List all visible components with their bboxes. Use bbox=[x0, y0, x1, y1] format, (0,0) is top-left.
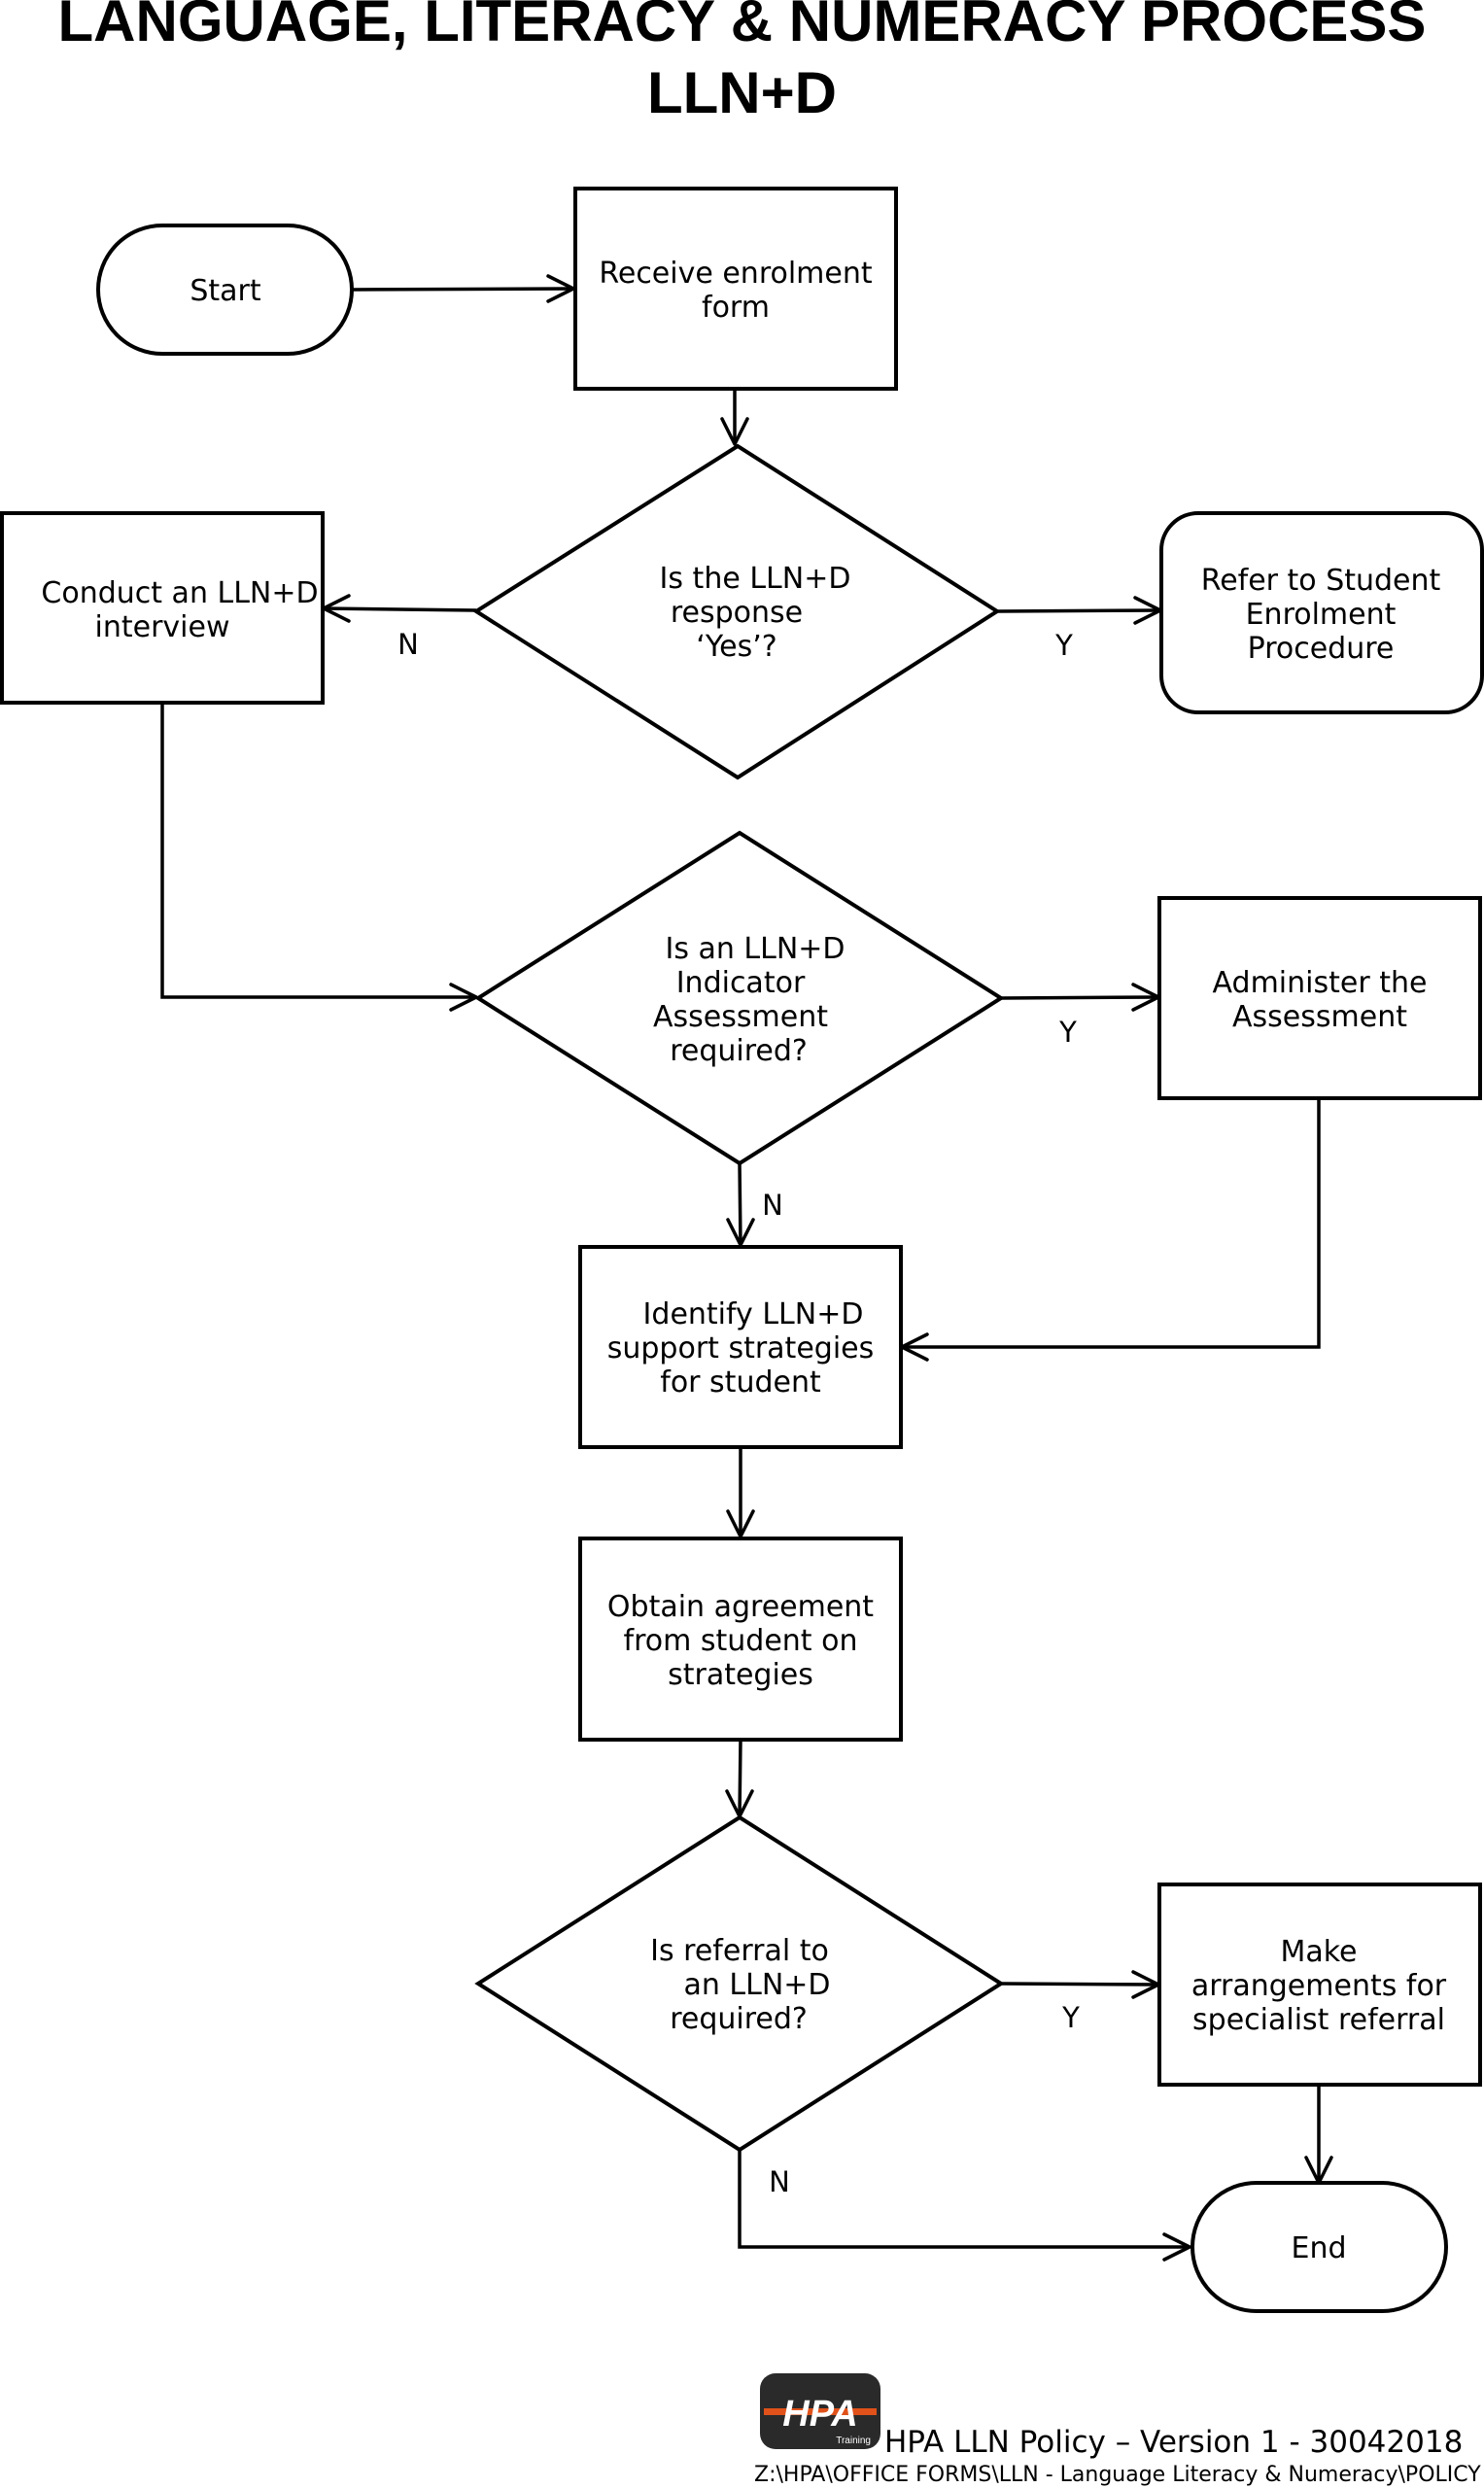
decision-response-line2: response bbox=[671, 596, 803, 630]
assessment-no-label: N bbox=[762, 1189, 783, 1222]
identify-label-line2: support strategies bbox=[607, 1331, 875, 1365]
connector-assessment-no bbox=[738, 1162, 742, 1246]
decision-assessment-line1: Is an LLN+D bbox=[665, 932, 845, 966]
arrangements-label-line3: specialist referral bbox=[1192, 2003, 1445, 2037]
connector-referral-no bbox=[738, 2150, 1190, 2249]
receive-label-line2: form bbox=[702, 291, 770, 325]
decision-response-line1: Is the LLN+D bbox=[660, 562, 851, 596]
referral-yes-label: Y bbox=[1061, 2001, 1080, 2034]
conduct-label-line1: Conduct an LLN+D bbox=[41, 576, 318, 610]
response-no-label: N bbox=[397, 628, 419, 661]
refer-enrolment-node: Refer to Student Enrolment Procedure bbox=[1159, 511, 1484, 714]
administer-label-line1: Administer the bbox=[1213, 966, 1428, 1000]
arrowhead-receive-decision-response bbox=[720, 417, 749, 446]
footer: HPA Training HPA LLN Policy – Version 1 … bbox=[754, 2373, 1481, 2487]
identify-label-line3: for student bbox=[660, 1365, 821, 1400]
connectors bbox=[160, 274, 1333, 2262]
administer-assessment-node: Administer the Assessment bbox=[1157, 896, 1482, 1100]
arrangements-label-line1: Make bbox=[1280, 1935, 1357, 1969]
end-node: End bbox=[1191, 2181, 1448, 2313]
start-node: Start bbox=[96, 224, 354, 356]
obtain-label-line3: strategies bbox=[668, 1658, 813, 1692]
obtain-label-line2: from student on bbox=[624, 1624, 858, 1658]
decision-assessment-node: Is an LLN+D Indicator Assessment require… bbox=[474, 830, 1005, 1166]
footer-path: Z:\HPA\OFFICE FORMS\LLN - Language Liter… bbox=[754, 2463, 1481, 2487]
arrangements-label-line2: arrangements for bbox=[1191, 1969, 1447, 2003]
page-title: LANGUAGE, LITERACY & NUMERACY PROCESS bbox=[57, 0, 1427, 53]
logo-text: HPA bbox=[782, 2394, 857, 2435]
response-yes-label: Y bbox=[1054, 629, 1073, 662]
decision-referral-line2: an LLN+D bbox=[683, 1968, 830, 2002]
connector-obtain-decision-referral bbox=[738, 1739, 742, 1817]
connector-administer-identify bbox=[902, 1098, 1321, 1349]
connector-response-yes bbox=[996, 608, 1161, 613]
specialist-referral-node: Make arrangements for specialist referra… bbox=[1157, 1883, 1482, 2087]
identify-label-line1: Identify LLN+D bbox=[643, 1297, 864, 1331]
end-label: End bbox=[1291, 2231, 1346, 2265]
refer-label-line2: Enrolment bbox=[1246, 598, 1397, 632]
connector-assessment-yes bbox=[1000, 995, 1159, 1000]
refer-label-line1: Refer to Student bbox=[1201, 564, 1441, 598]
start-label: Start bbox=[190, 274, 261, 308]
decision-referral-node: Is referral to an LLN+D required? bbox=[474, 1814, 1005, 2153]
logo-subtext: Training bbox=[836, 2436, 871, 2446]
hpa-logo: HPA Training bbox=[760, 2373, 880, 2449]
edge-labels: N Y Y N Y N bbox=[397, 628, 1080, 2198]
decision-assessment-line2: Indicator bbox=[676, 966, 806, 1000]
decision-referral-line3: required? bbox=[670, 2002, 808, 2036]
decision-response-node: Is the LLN+D response ‘Yes’? bbox=[472, 443, 1001, 780]
referral-no-label: N bbox=[769, 2165, 790, 2198]
connector-response-no bbox=[323, 606, 477, 612]
connector-referral-yes bbox=[1000, 1982, 1159, 1987]
obtain-label-line1: Obtain agreement bbox=[607, 1590, 874, 1624]
decision-response-line3: ‘Yes’? bbox=[696, 630, 777, 664]
connector-start-receive bbox=[351, 287, 574, 292]
footer-version: HPA LLN Policy – Version 1 - 30042018 bbox=[884, 2425, 1463, 2460]
refer-label-line3: Procedure bbox=[1248, 632, 1395, 666]
identify-strategies-node: Identify LLN+D support strategies for st… bbox=[578, 1245, 903, 1449]
conduct-interview-node: Conduct an LLN+D interview bbox=[0, 511, 325, 705]
page-subtitle: LLN+D bbox=[647, 60, 837, 125]
decision-referral-line1: Is referral to bbox=[650, 1934, 829, 1968]
connector-conduct-decision-assessment bbox=[160, 703, 476, 999]
receive-enrolment-node: Receive enrolment form bbox=[573, 187, 898, 391]
arrowhead-referral-no bbox=[1162, 2232, 1191, 2262]
obtain-agreement-node: Obtain agreement from student on strateg… bbox=[578, 1537, 903, 1742]
assessment-yes-label: Y bbox=[1058, 1016, 1077, 1049]
receive-label-line1: Receive enrolment bbox=[599, 257, 873, 291]
conduct-label-line2: interview bbox=[95, 610, 230, 644]
administer-label-line2: Assessment bbox=[1232, 1000, 1407, 1034]
decision-assessment-line4: required? bbox=[670, 1034, 808, 1068]
decision-assessment-line3: Assessment bbox=[653, 1000, 828, 1034]
